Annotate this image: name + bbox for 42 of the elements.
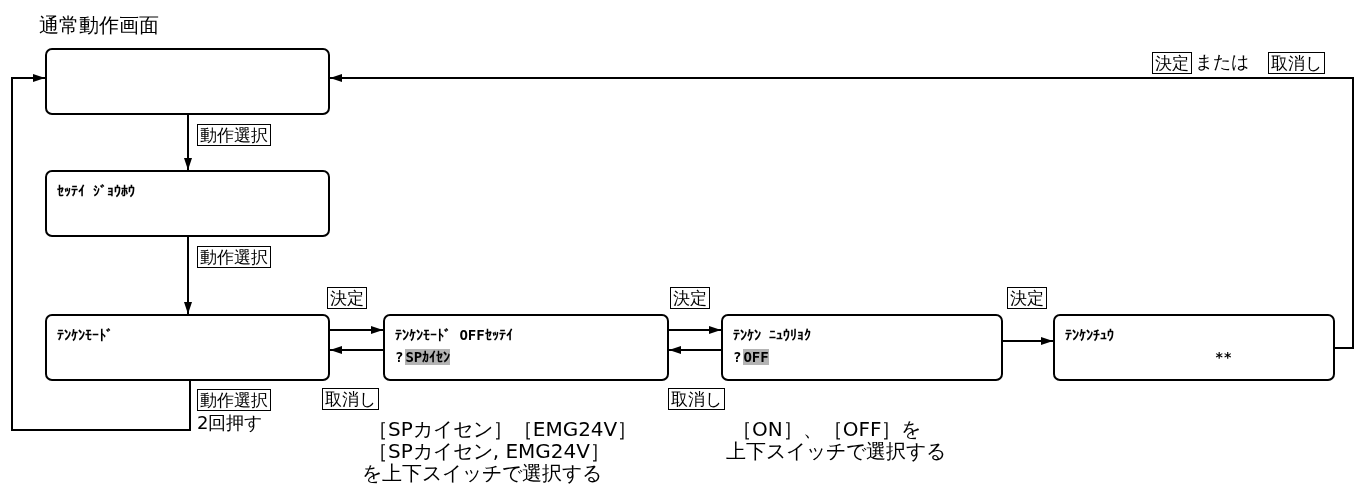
note-text: ［SPカイセン］［EMG24V］ <box>368 418 638 440</box>
display-text: ** <box>1215 349 1232 365</box>
edge-label: 取消し <box>668 388 725 410</box>
edge-label: 取消し <box>322 388 379 410</box>
note-text: 2回押す <box>197 412 263 434</box>
arrow <box>184 114 192 171</box>
display-text: ﾃﾝｹﾝﾓｰﾄﾞ OFFｾｯﾃｲ <box>395 327 513 343</box>
arrow <box>668 346 722 354</box>
key-label: 取消し <box>1268 52 1325 74</box>
edge-label: 決定 <box>327 287 367 309</box>
edge-label: 決定 <box>1007 287 1047 309</box>
display-text: ﾃﾝｹﾝﾁｭｳ <box>1065 327 1114 343</box>
note-text: または <box>1195 51 1249 73</box>
arrow <box>329 326 384 334</box>
note-text: ［ON］、［OFF］を <box>732 418 922 440</box>
arrow <box>11 74 191 431</box>
note-text: ［SPカイセン, EMG24V］ <box>368 440 610 462</box>
display-text: ﾃﾝｹﾝ ﾆｭｳﾘｮｸ <box>733 327 812 343</box>
note-text: 上下スイッチで選択する <box>726 440 946 462</box>
edge-label: 動作選択 <box>197 389 271 411</box>
key-label: 決定 <box>1152 52 1192 74</box>
prompt-mark: ? <box>733 349 742 365</box>
screen-title: 通常動作画面 <box>39 14 159 36</box>
display-text: ﾃﾝｹﾝﾓｰﾄﾞ <box>57 327 113 343</box>
display-box <box>383 314 669 381</box>
display-box <box>721 314 1003 381</box>
edge-label: 決定 <box>670 287 710 309</box>
display-box <box>1053 314 1335 381</box>
highlighted-value: SPｶｲｾﾝ <box>405 349 451 365</box>
note-text: を上下スイッチで選択する <box>362 462 602 484</box>
edge-label: 動作選択 <box>197 124 271 146</box>
arrow <box>1002 337 1054 345</box>
prompt-mark: ? <box>395 349 404 365</box>
arrow <box>329 346 384 354</box>
edge-label: 動作選択 <box>197 246 271 268</box>
arrow <box>329 74 1354 349</box>
display-box <box>45 170 330 237</box>
highlighted-value: OFF <box>743 349 769 365</box>
display-box <box>45 314 330 381</box>
arrow <box>668 326 722 334</box>
arrow <box>184 236 192 315</box>
display-text: ｾｯﾃｲ ｼﾞｮｳﾎｳ <box>57 183 136 199</box>
